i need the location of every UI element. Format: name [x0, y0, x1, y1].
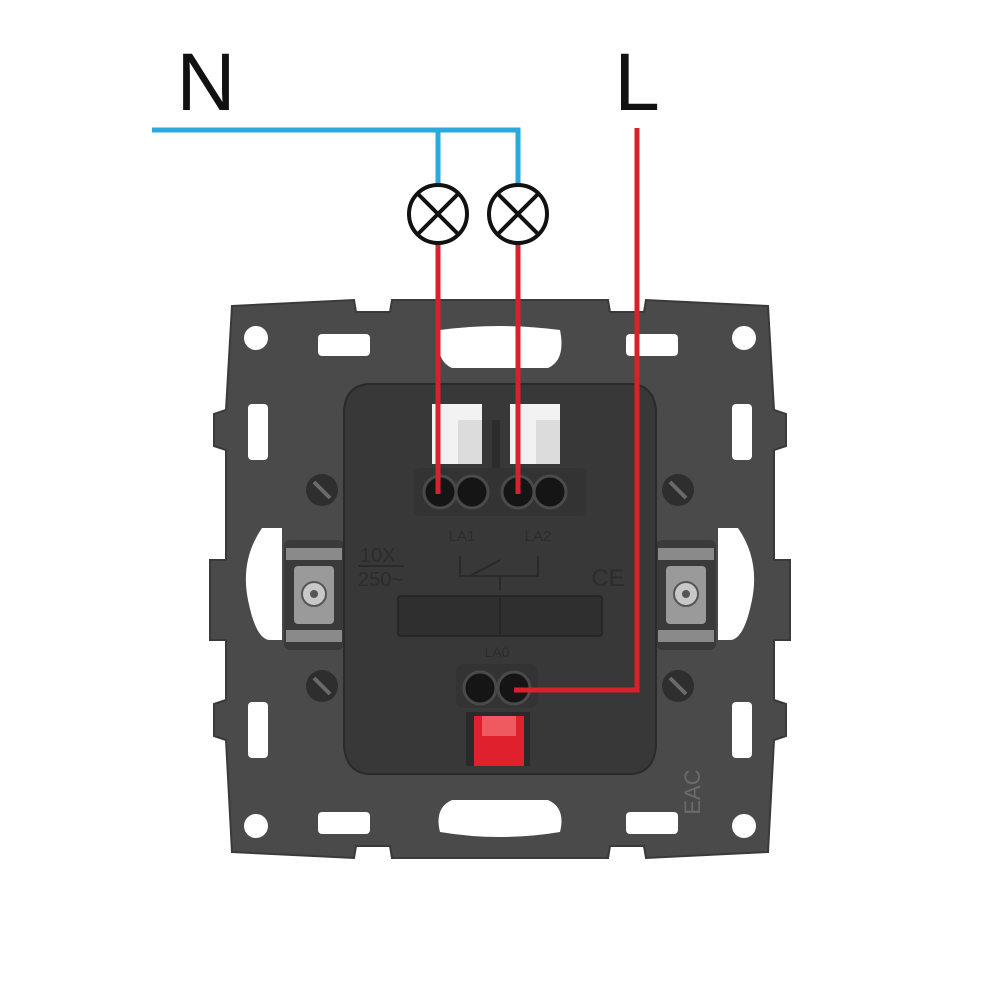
terminal-label-la0: LA0 [485, 644, 510, 660]
top-terminal-block [414, 404, 586, 516]
line-label: L [614, 37, 660, 128]
left-claw-mechanism [284, 540, 344, 650]
neutral-label: N [176, 37, 235, 128]
mounting-screws [306, 474, 694, 702]
lamp-icon [407, 183, 469, 245]
lamp-2 [487, 183, 549, 245]
release-button[interactable] [466, 712, 530, 766]
rating-voltage: 250~ [358, 569, 403, 591]
terminal-label-la1: LA1 [449, 528, 476, 545]
line-wire-to-la0 [514, 128, 640, 693]
neutral-wiring [152, 127, 521, 186]
terminal-label-la2: LA2 [525, 528, 552, 545]
lamp-icon [487, 183, 549, 245]
rating-current: 10X [360, 545, 396, 567]
lamp-1 [407, 183, 469, 245]
bottom-terminal-block [456, 664, 538, 708]
line-wiring [435, 128, 640, 693]
eac-mark: EAC [680, 769, 705, 814]
right-claw-mechanism [656, 540, 716, 650]
neutral-wire-main [152, 127, 521, 186]
ce-mark: CE [591, 565, 624, 592]
